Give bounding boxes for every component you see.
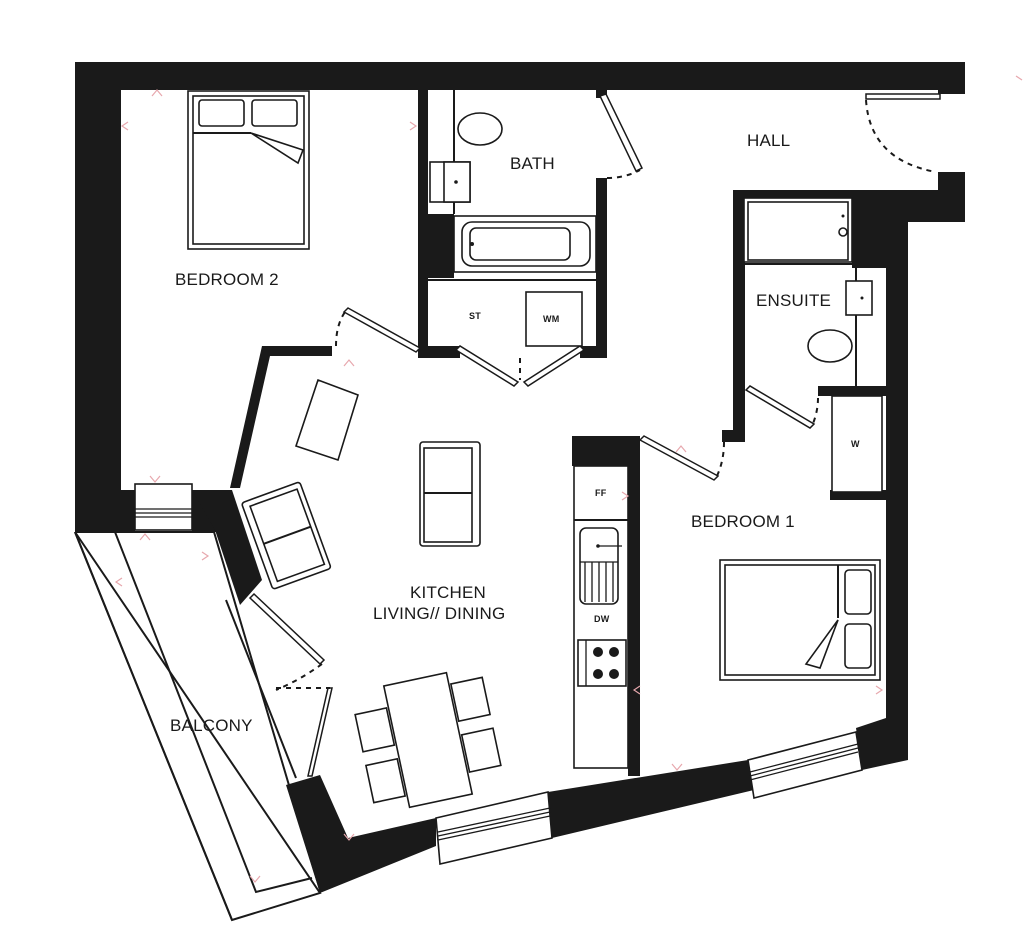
bedroom-2-bed	[187, 90, 310, 250]
fixture-label-wardrobe: W	[851, 439, 860, 449]
room-label-bedroom-2: BEDROOM 2	[175, 270, 279, 289]
room-label-bedroom-1: BEDROOM 1	[691, 512, 795, 531]
doors	[248, 93, 937, 777]
fixture-label-storage: ST	[469, 311, 481, 321]
bath-fixtures	[428, 88, 597, 347]
bedroom-1-bed	[719, 559, 881, 681]
balcony-outline	[74, 531, 322, 922]
walls	[75, 62, 965, 893]
fixture-label-dishwasher: DW	[594, 614, 610, 624]
windows	[134, 93, 941, 865]
fixture-label-fridge-freezer: FF	[595, 488, 607, 498]
ensuite-fixtures	[743, 197, 886, 493]
fixture-label-washing-machine: WM	[543, 314, 560, 324]
dimension-marks	[114, 75, 1023, 883]
living-furniture	[241, 378, 502, 809]
room-label-balcony: BALCONY	[170, 716, 253, 735]
room-label-ensuite: ENSUITE	[756, 291, 832, 310]
room-label-kitchen: KITCHEN	[410, 583, 487, 602]
room-label-bath: BATH	[510, 154, 555, 173]
kitchen-units	[573, 465, 629, 769]
room-label-living-dining: LIVING// DINING	[373, 604, 506, 623]
room-label-hall: HALL	[747, 131, 791, 150]
